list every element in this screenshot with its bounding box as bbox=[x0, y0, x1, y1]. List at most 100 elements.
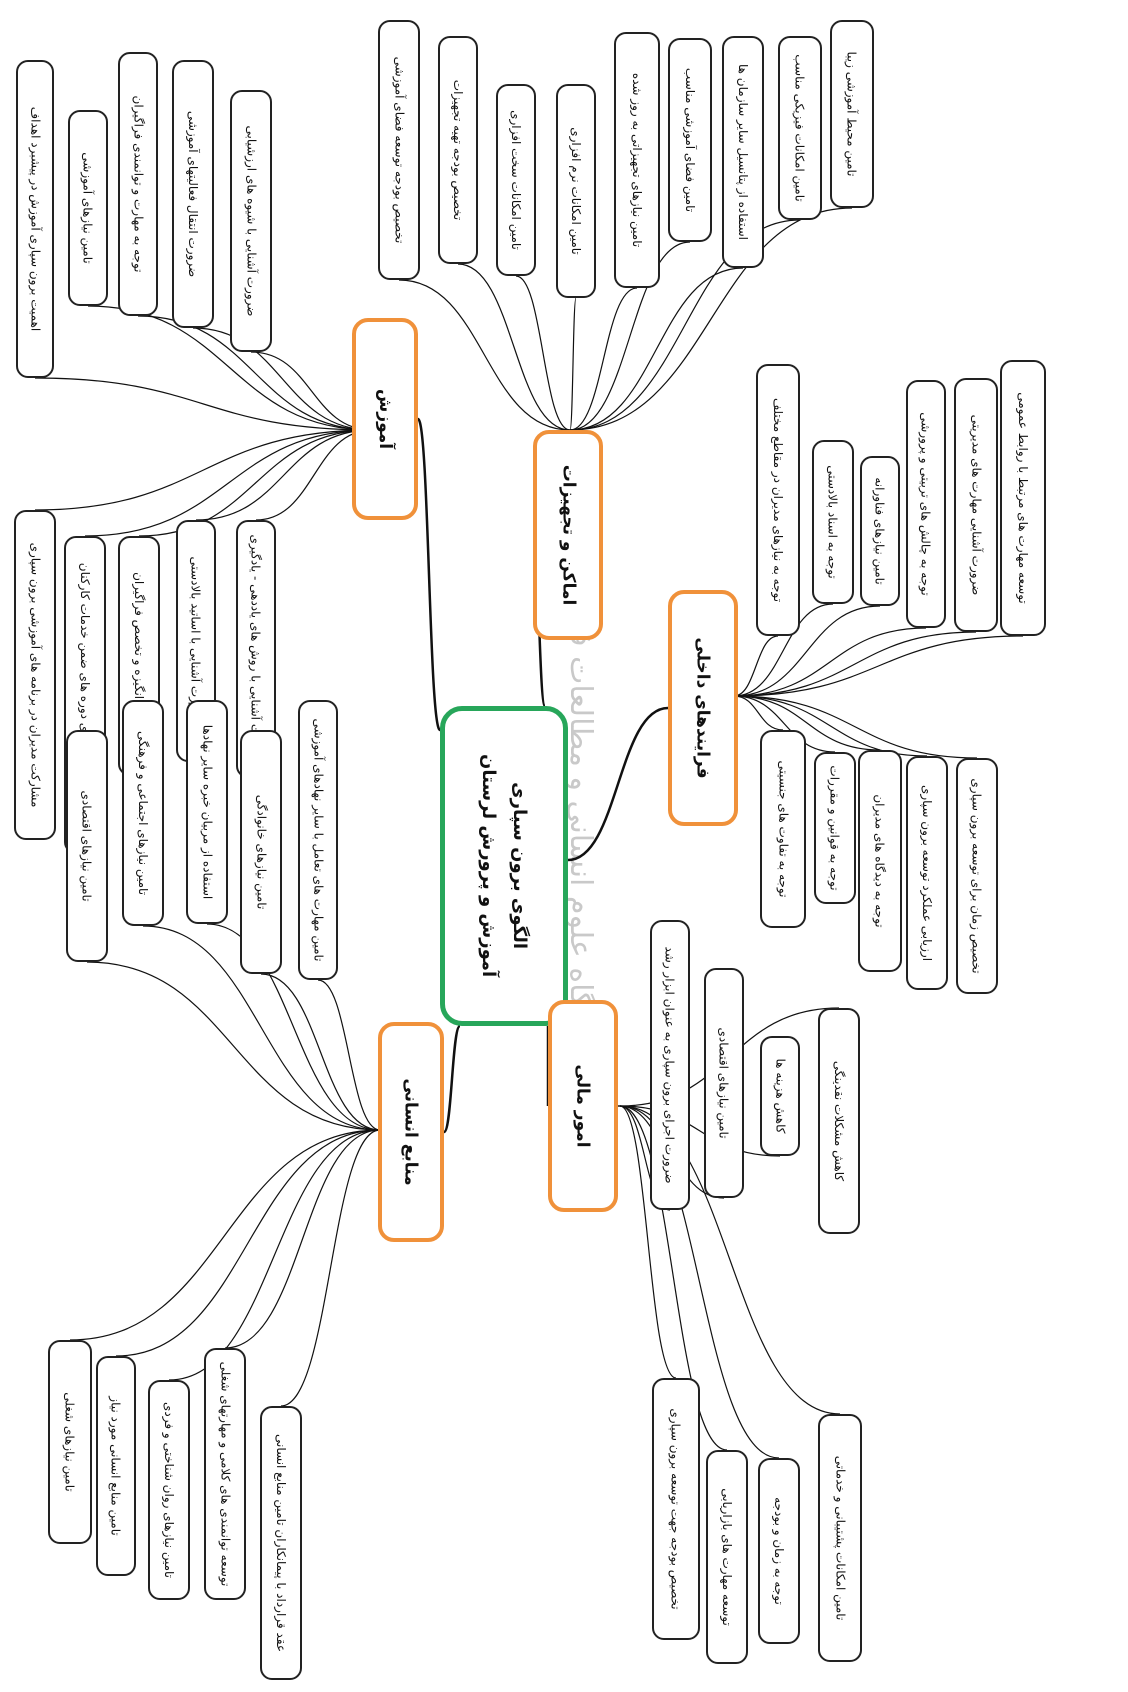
leaf-internal-1-label: توجه به نیازهای مدیران در مقاطع مختلف bbox=[771, 397, 785, 603]
connector-line bbox=[34, 429, 373, 511]
connector-line bbox=[569, 241, 691, 431]
leaf-internal-10-label: ارزیابی عملکرد توسعه برون سپاری bbox=[920, 784, 934, 962]
leaf-facilities-3-label: تامین امکانات سخت افزاری bbox=[509, 110, 524, 250]
leaf-human-6: تامین نیازهای شغلی bbox=[48, 1340, 92, 1544]
connector-line bbox=[733, 695, 881, 751]
connector-line bbox=[86, 961, 381, 1131]
leaf-facilities-7-label: استفاده از پتانسیل سایر سازمان ها bbox=[736, 64, 750, 240]
leaf-human-2-label: تامین نیازهای اجتماعی و فرهنگی bbox=[136, 730, 150, 896]
leaf-education-3-label: توجه به مهارت و توانمندی فراگیران bbox=[131, 95, 145, 273]
connector-line bbox=[567, 706, 669, 862]
leaf-financial-8: تامین امکانات پشتیبانی و خدماتی bbox=[818, 1414, 862, 1662]
leaf-human-3-label: استفاده از مربیان خبره سایر نهادها bbox=[200, 724, 214, 900]
leaf-education-6: مشارکت مدیران در برنامه های آموزشی برون … bbox=[14, 510, 56, 840]
leaf-facilities-6-label: تامین فضای آموزشی مناسب bbox=[683, 67, 698, 213]
category-internal-label: فرایندهای داخلی bbox=[693, 637, 714, 779]
connector-line bbox=[317, 979, 381, 1131]
leaf-financial-5-label: تخصیص بودجه جهت توسعه برون سپاری bbox=[669, 1408, 684, 1610]
leaf-facilities-9-label: تامین محیط آموزشی زیبا bbox=[845, 51, 860, 177]
leaf-facilities-6: تامین فضای آموزشی مناسب bbox=[668, 38, 712, 242]
leaf-financial-4-label: کاهش مشکلات نقدینگی bbox=[832, 1060, 847, 1182]
leaf-human-5-label: تامین مهارت های تعامل با سایر نهادهای آم… bbox=[311, 718, 325, 962]
category-education-label: آموزش bbox=[375, 388, 396, 450]
leaf-internal-7-label: توجه به تفاوت های جنسیتی bbox=[776, 760, 791, 898]
leaf-internal-11-label: تخصیص زمان برای توسعه برون سپاری bbox=[970, 778, 985, 974]
leaf-education-5: ضرورت آشنایی با شیوه های ارزشیابی bbox=[230, 90, 272, 352]
leaf-internal-8: توجه به قوانین و مقررات bbox=[814, 752, 856, 904]
connector-line bbox=[569, 287, 638, 431]
leaf-internal-8-label: توجه به قوانین و مقررات bbox=[828, 765, 843, 891]
leaf-financial-7: توجه به زمان و بودجه bbox=[758, 1458, 800, 1644]
category-human: منابع انسانی bbox=[378, 1022, 444, 1242]
leaf-financial-5: تخصیص بودجه جهت توسعه برون سپاری bbox=[652, 1378, 700, 1640]
leaf-facilities-8: تامین امکانات فیزیکی مناسب bbox=[778, 36, 822, 220]
leaf-education-1: اهمیت برون سپاری آموزش در پیشبرد اهداف bbox=[16, 60, 54, 378]
category-financial: امور مالی bbox=[548, 1000, 618, 1212]
connector-line bbox=[733, 631, 977, 697]
leaf-human-4: تامین نیازهای خانوادگی bbox=[240, 730, 282, 974]
leaf-facilities-4: تامین امکانات نرم افزاری bbox=[556, 84, 596, 298]
connector-line bbox=[733, 695, 978, 759]
connector-line bbox=[192, 327, 373, 431]
leaf-financial-6: توسعه مهارت های بازاریابی bbox=[706, 1450, 748, 1664]
connector-line bbox=[733, 627, 927, 697]
connector-line bbox=[224, 1129, 381, 1349]
leaf-human-8-label: تامین نیازهای روان شناختی و فردی bbox=[162, 1401, 177, 1579]
leaf-human-4-label: تامین نیازهای خانوادگی bbox=[254, 794, 269, 910]
connector-line bbox=[34, 377, 373, 431]
leaf-human-8: تامین نیازهای روان شناختی و فردی bbox=[148, 1380, 190, 1600]
central-node-line1: الگوی برون سپاری bbox=[509, 782, 531, 950]
leaf-human-2: تامین نیازهای اجتماعی و فرهنگی bbox=[122, 700, 164, 926]
leaf-internal-3: تامین نیازهای فناورانه bbox=[860, 456, 900, 606]
leaf-facilities-8-label: تامین امکانات فیزیکی مناسب bbox=[793, 54, 808, 202]
connector-line bbox=[733, 635, 779, 697]
leaf-internal-5-label: ضرورت آشنایی مهارت های مدیریتی bbox=[969, 414, 984, 596]
connector-line bbox=[515, 275, 571, 431]
leaf-human-9: توسعه توانمندی های کلامی و مهارتهای شغلی bbox=[204, 1348, 246, 1600]
leaf-education-2-label: تامین نیازهای آموزشی bbox=[81, 152, 96, 264]
leaf-financial-1-label: ضرورت اجرای برون سپاری به عنوان ابزار رش… bbox=[663, 946, 677, 1184]
connector-line bbox=[260, 973, 381, 1131]
connector-line bbox=[733, 695, 836, 753]
connector-line bbox=[195, 429, 373, 521]
connector-line bbox=[619, 1105, 677, 1379]
category-facilities-label: اماکن و تجهیزات bbox=[558, 464, 579, 606]
leaf-financial-2-label: تامین نیازهای اقتصادی bbox=[717, 1027, 731, 1139]
leaf-internal-2: توجه به اسناد بالادستی bbox=[812, 440, 854, 604]
connector-line bbox=[280, 1129, 381, 1407]
leaf-human-3: استفاده از مربیان خبره سایر نهادها bbox=[186, 700, 228, 924]
leaf-education-3: توجه به مهارت و توانمندی فراگیران bbox=[118, 52, 158, 316]
category-human-label: منابع انسانی bbox=[401, 1078, 421, 1186]
leaf-internal-7: توجه به تفاوت های جنسیتی bbox=[760, 730, 806, 928]
leaf-human-9-label: توسعه توانمندی های کلامی و مهارتهای شغلی bbox=[218, 1361, 233, 1587]
connector-line bbox=[442, 1024, 462, 1134]
leaf-internal-1: توجه به نیازهای مدیران در مقاطع مختلف bbox=[756, 364, 800, 636]
connector-line bbox=[619, 1105, 781, 1157]
leaf-human-7: تامین منابع انسانی مورد نیاز bbox=[96, 1356, 136, 1576]
leaf-human-7-label: تامین منابع انسانی مورد نیاز bbox=[109, 1396, 123, 1536]
leaf-financial-4: کاهش مشکلات نقدینگی bbox=[818, 1008, 860, 1234]
leaf-financial-6-label: توسعه مهارت های بازاریابی bbox=[720, 1488, 735, 1626]
leaf-internal-4: توجه به چالش های تربیتی و پرورشی bbox=[906, 380, 946, 628]
leaf-facilities-2: تخصیص بودجه تهیه تجهیزات bbox=[438, 36, 478, 264]
leaf-human-10: عقد قرارداد با پیمانکاران تامین منابع ان… bbox=[260, 1406, 302, 1680]
leaf-internal-2-label: توجه به اسناد بالادستی bbox=[826, 465, 841, 579]
connector-line bbox=[416, 417, 442, 732]
leaf-facilities-7: استفاده از پتانسیل سایر سازمان ها bbox=[722, 36, 764, 268]
connector-line bbox=[398, 279, 571, 431]
leaf-financial-8-label: تامین امکانات پشتیبانی و خدماتی bbox=[833, 1455, 847, 1621]
leaf-facilities-2-label: تخصیص بودجه تهیه تجهیزات bbox=[451, 79, 466, 221]
leaf-internal-9: توجه به دیدگاه های مدیران bbox=[858, 750, 902, 972]
leaf-facilities-3: تامین امکانات سخت افزاری bbox=[496, 84, 536, 276]
leaf-internal-3-label: تامین نیازهای فناورانه bbox=[873, 477, 887, 585]
leaf-education-5-label: ضرورت آشنایی با شیوه های ارزشیابی bbox=[244, 125, 259, 317]
leaf-education-2: تامین نیازهای آموزشی bbox=[68, 110, 108, 306]
leaf-financial-3-label: کاهش هزینه ها bbox=[773, 1058, 788, 1134]
connector-line bbox=[619, 1105, 728, 1451]
connector-line bbox=[569, 267, 744, 431]
leaf-facilities-1-label: تخصیص بودجه توسعه فضای آموزشی bbox=[392, 56, 407, 244]
connector-line bbox=[619, 1105, 780, 1459]
category-financial-label: امور مالی bbox=[573, 1064, 593, 1148]
